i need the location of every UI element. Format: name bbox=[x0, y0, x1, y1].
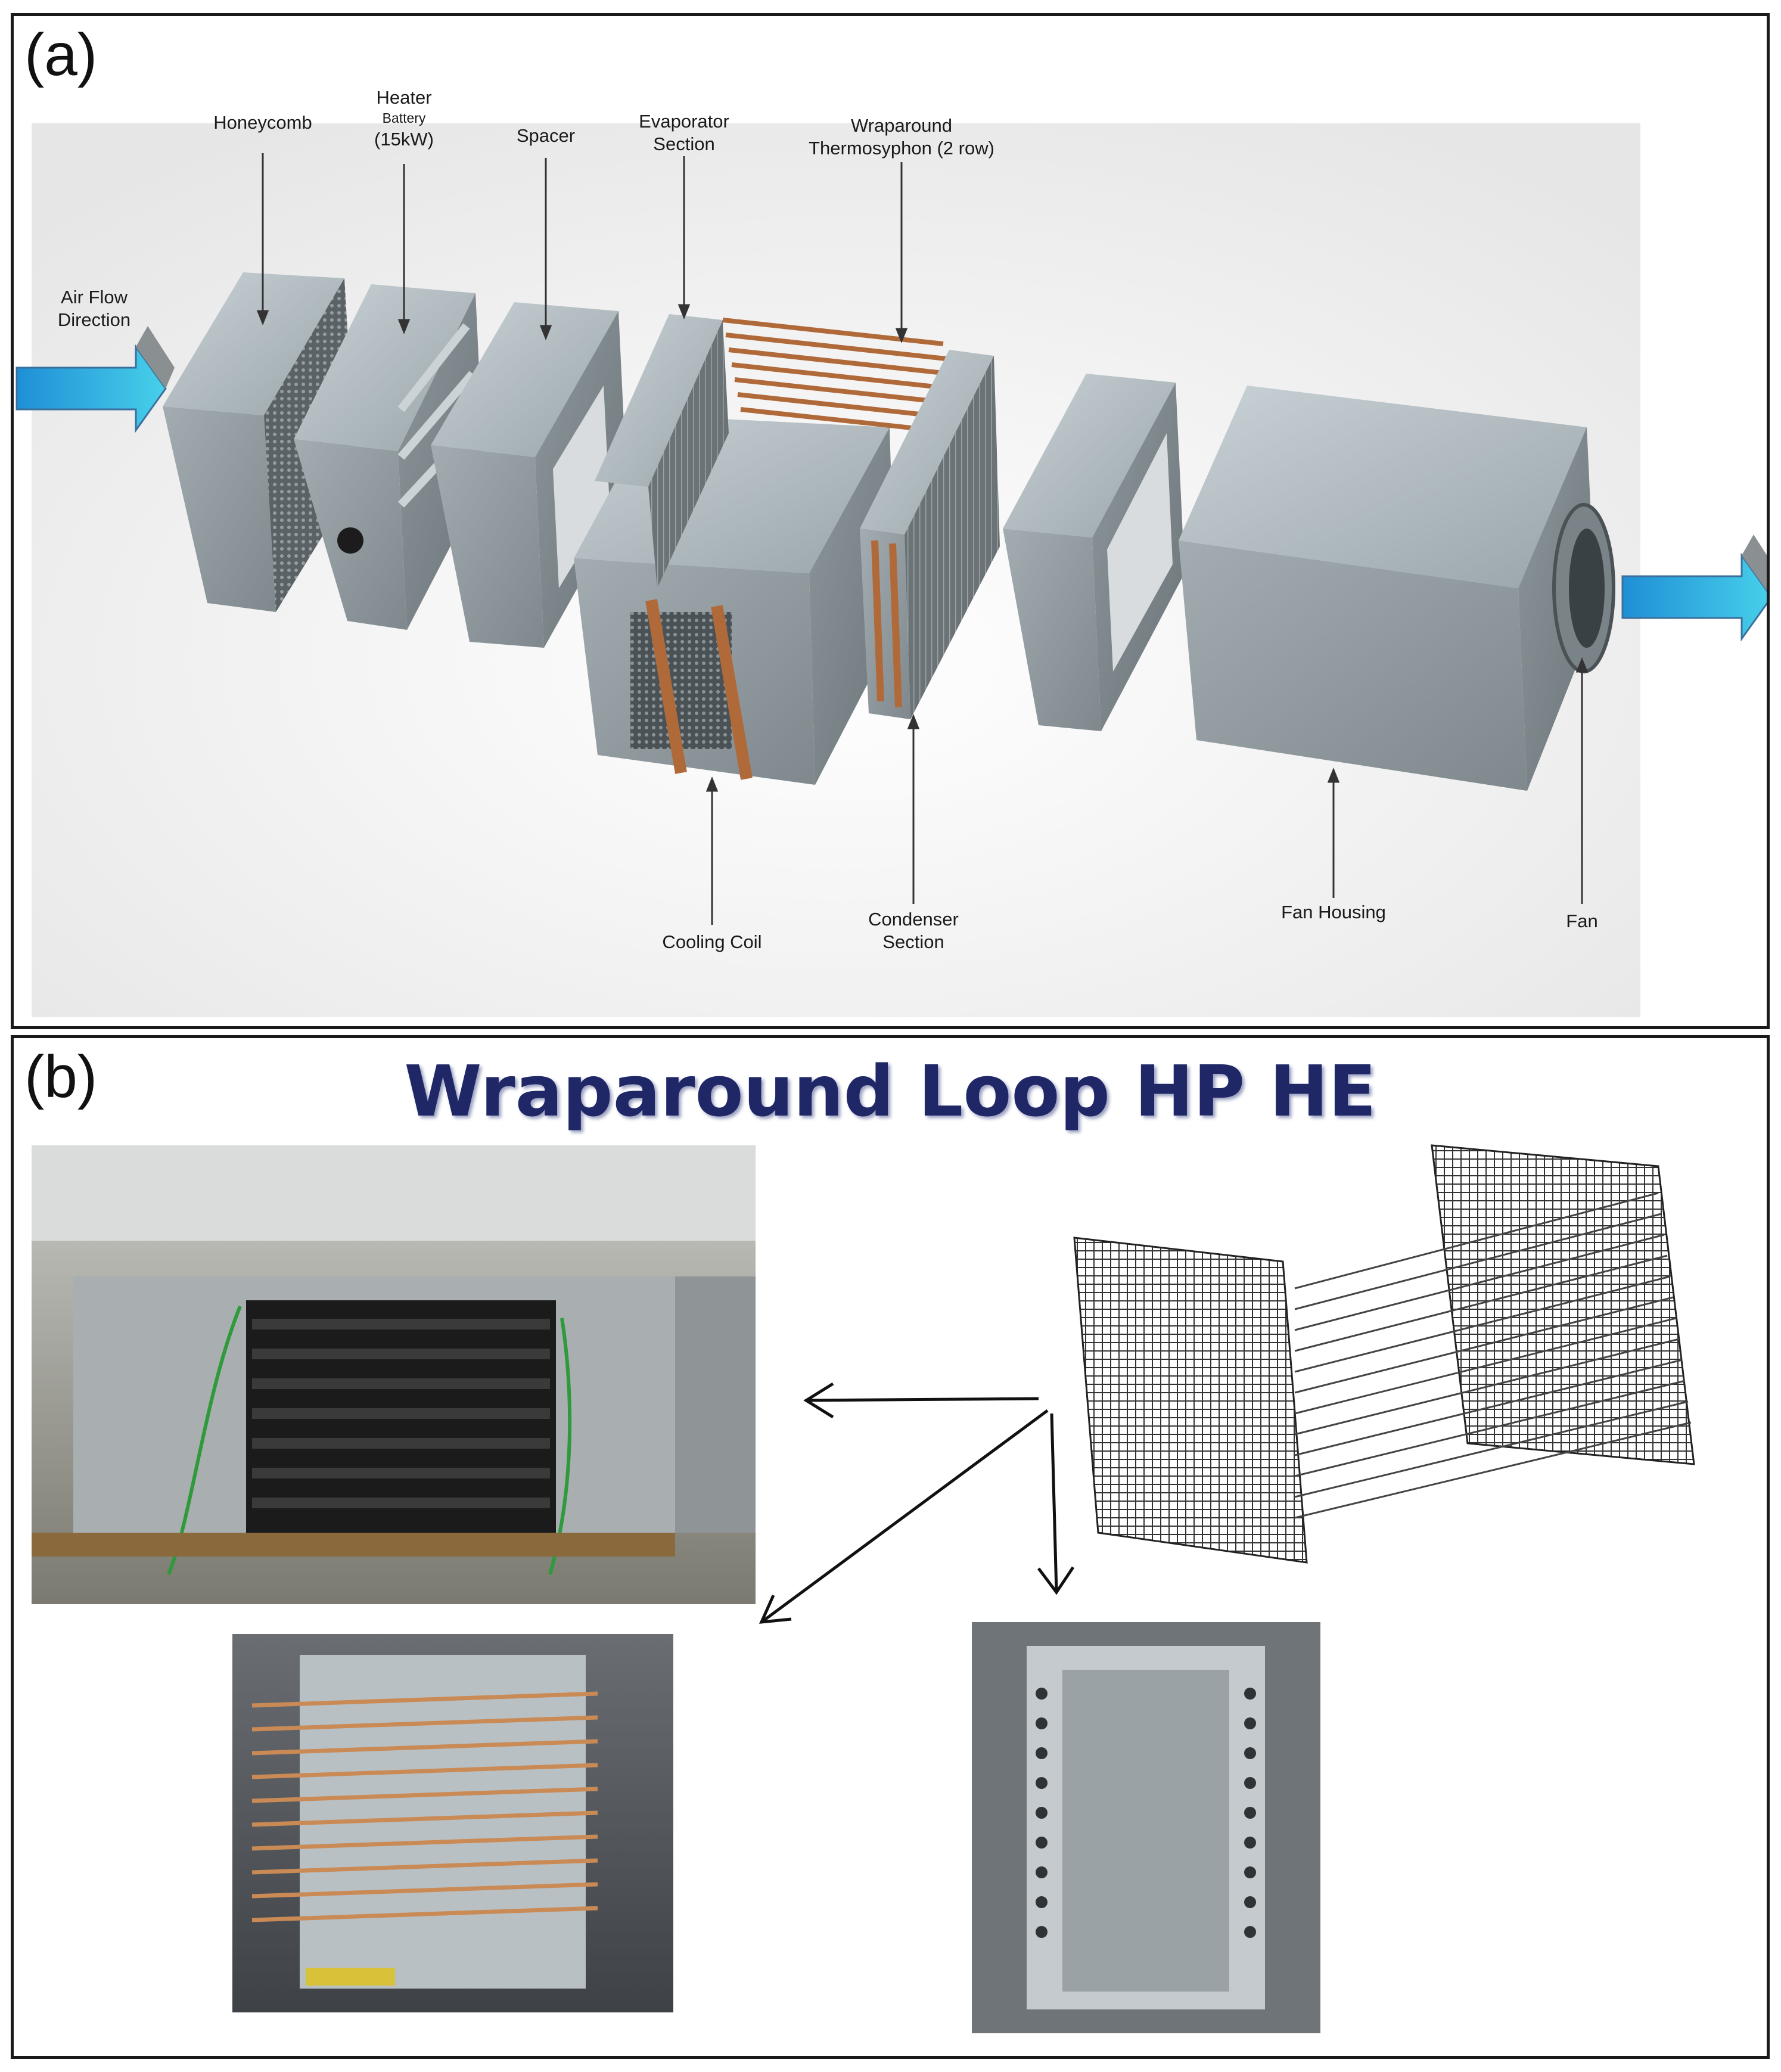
fan-label: Fan bbox=[1566, 911, 1598, 931]
spacer-section-2 bbox=[1003, 374, 1185, 731]
heater-label-line3: (15kW) bbox=[374, 129, 434, 150]
panel-b-graphics bbox=[32, 1144, 1695, 2033]
evaporator-section bbox=[595, 314, 729, 588]
heater-label-line1: Heater bbox=[376, 87, 432, 108]
airflow-label-line1: Air Flow bbox=[61, 287, 128, 307]
panel-b-label: (b) bbox=[24, 1043, 98, 1110]
panel-a-exploded-view: (a) bbox=[11, 13, 1770, 1029]
drawing-wraparound-hp bbox=[1073, 1144, 1695, 1564]
pointer-arrows bbox=[759, 1382, 1075, 1624]
condenser-label-line2: Section bbox=[882, 931, 944, 952]
condenser-label-line1: Condenser bbox=[868, 909, 959, 930]
spacer-label: Spacer bbox=[516, 125, 576, 146]
fan-housing-section bbox=[1179, 386, 1596, 791]
exploded-duct-diagram bbox=[15, 123, 1767, 1017]
condenser-section bbox=[860, 350, 1000, 719]
cooling-coil-pipe-left bbox=[645, 599, 687, 774]
airflow-label-line2: Direction bbox=[57, 309, 131, 330]
evaporator-label-line2: Section bbox=[653, 133, 715, 154]
airflow-out-arrow bbox=[1621, 535, 1767, 642]
spacer-section bbox=[431, 302, 627, 648]
leader-lines bbox=[256, 153, 1589, 925]
wraparound-label-line1: Wraparound bbox=[850, 115, 953, 136]
photo-test-rig bbox=[32, 1145, 756, 1604]
panel-b-title: Wraparound Loop HP HE bbox=[404, 1050, 1376, 1132]
evaporator-label-line1: Evaporator bbox=[639, 111, 729, 132]
fan-housing-label: Fan Housing bbox=[1281, 902, 1386, 922]
photo-u-shaped-thermosyphon bbox=[972, 1622, 1320, 2033]
cooling-coil-pipe-right bbox=[711, 605, 753, 780]
wraparound-label-line2: Thermosyphon (2 row) bbox=[809, 138, 994, 159]
heater-label-line2: Battery bbox=[382, 110, 426, 126]
airflow-in-arrow bbox=[15, 326, 175, 433]
honeycomb-label: Honeycomb bbox=[213, 112, 312, 133]
photo-thermosyphon-copper bbox=[232, 1634, 673, 2012]
fan-icon bbox=[1552, 503, 1615, 673]
panel-a-label: (a) bbox=[24, 21, 98, 88]
cooling-coil-label: Cooling Coil bbox=[662, 931, 762, 952]
panel-b-wraparound-loop: (b) Wraparound Loop HP HE bbox=[11, 1035, 1770, 2059]
